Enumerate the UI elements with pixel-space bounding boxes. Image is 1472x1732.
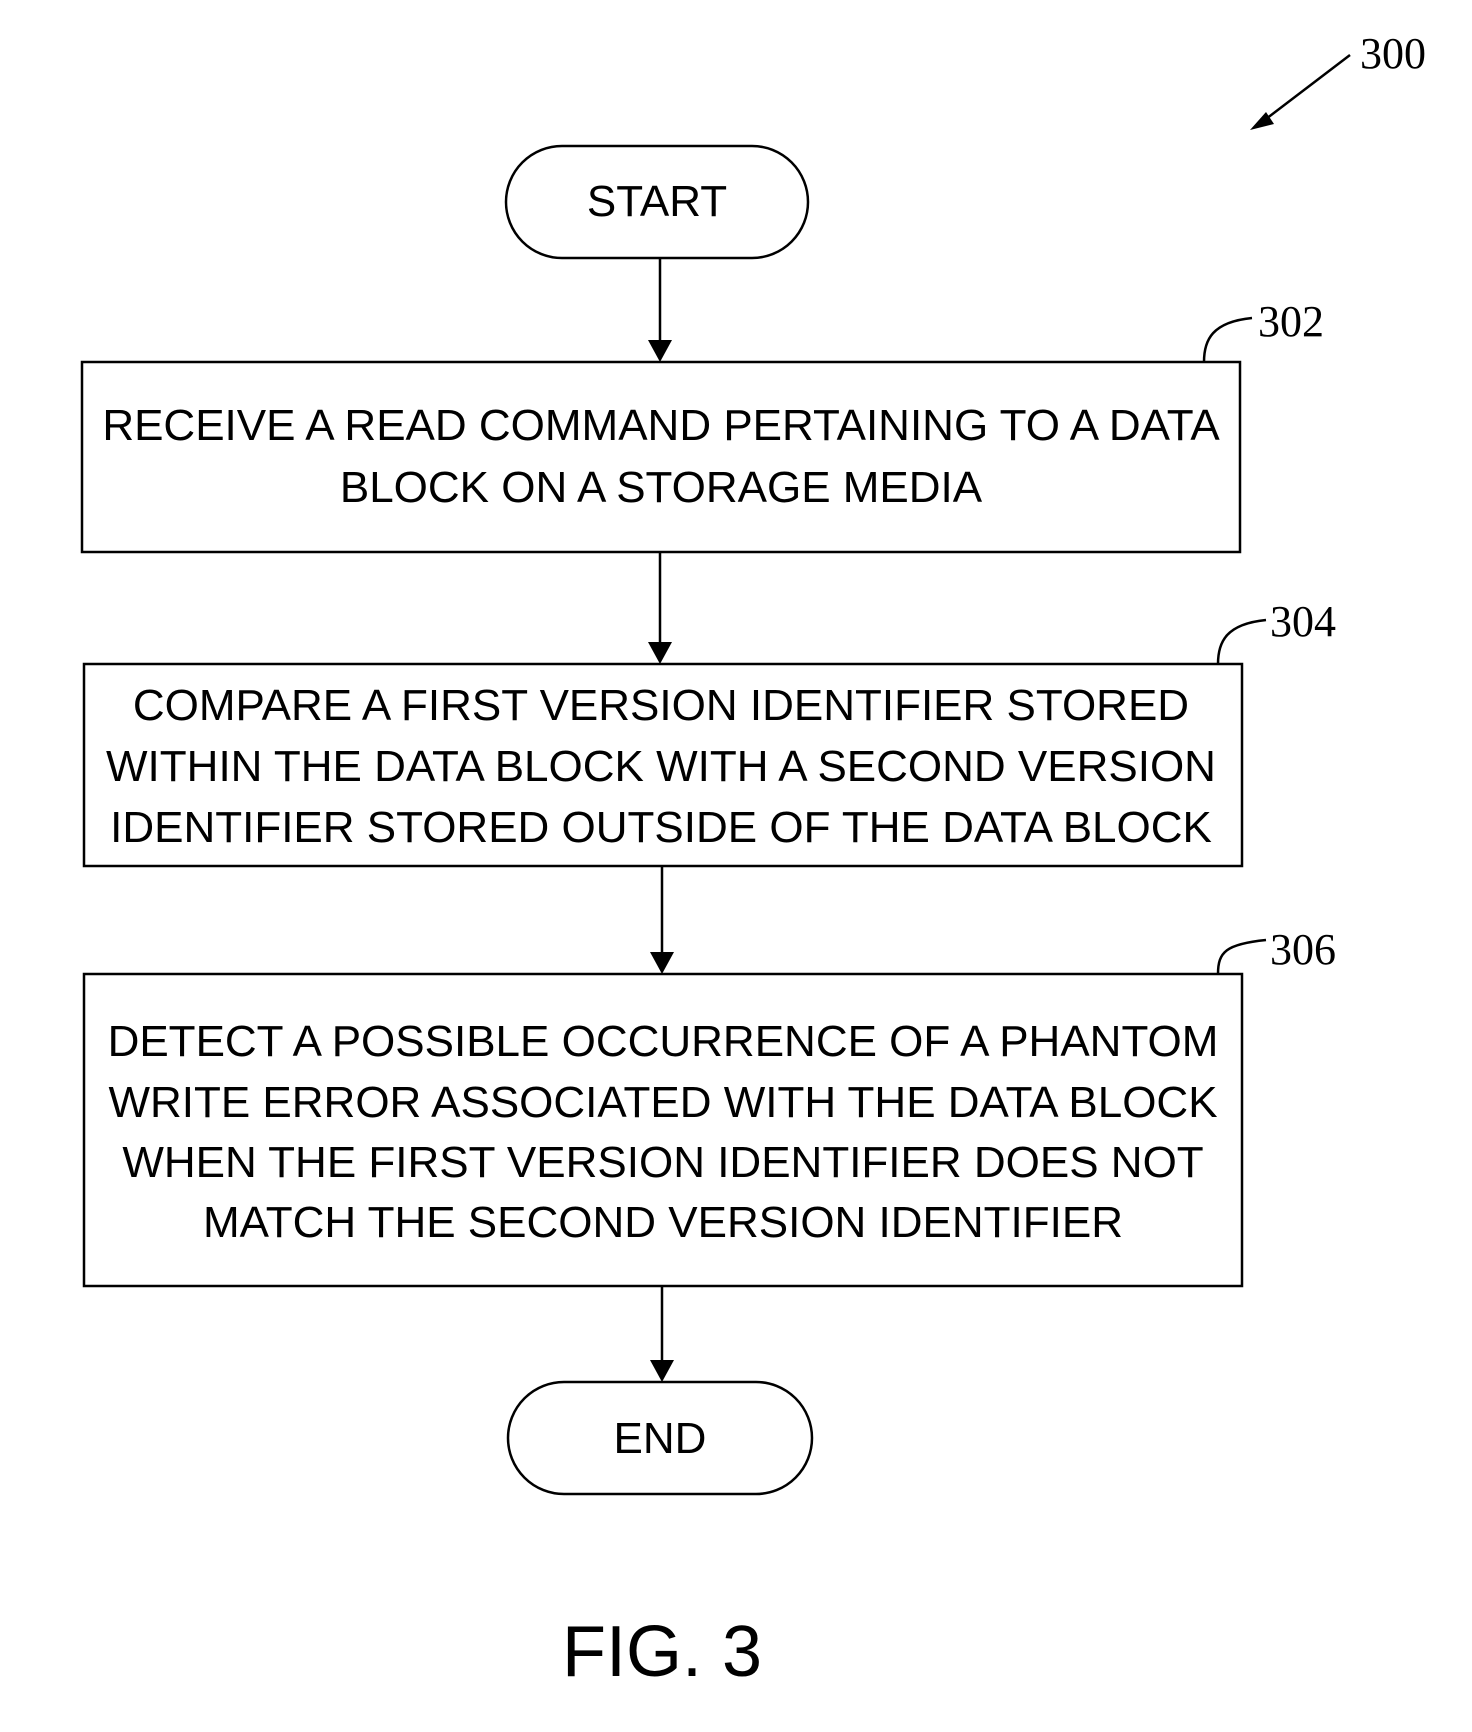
step-304-ref-number: 304 <box>1270 597 1336 646</box>
flow-arrowhead-302-to-304 <box>648 642 672 664</box>
flow-arrowhead-304-to-306 <box>650 952 674 974</box>
step-304-ref-leader <box>1218 620 1266 664</box>
flow-arrowhead-start-to-302 <box>648 340 672 362</box>
step-302-ref-leader <box>1204 318 1252 362</box>
step-302-ref-number: 302 <box>1258 297 1324 346</box>
end-label: END <box>614 1414 707 1463</box>
step-306-line-4: MATCH THE SECOND VERSION IDENTIFIER <box>203 1198 1123 1247</box>
step-302-line-1: RECEIVE A READ COMMAND PERTAINING TO A D… <box>102 401 1220 450</box>
figure-reference-arrow <box>1262 55 1350 122</box>
flow-arrowhead-306-to-end <box>650 1360 674 1382</box>
process-box-302 <box>82 362 1240 552</box>
step-306-line-3: WHEN THE FIRST VERSION IDENTIFIER DOES N… <box>122 1138 1203 1187</box>
step-306-line-1: DETECT A POSSIBLE OCCURRENCE OF A PHANTO… <box>108 1017 1219 1066</box>
step-304-line-3: IDENTIFIER STORED OUTSIDE OF THE DATA BL… <box>110 803 1212 852</box>
step-302-line-2: BLOCK ON A STORAGE MEDIA <box>340 463 983 512</box>
figure-caption: FIG. 3 <box>562 1612 762 1692</box>
step-306-line-2: WRITE ERROR ASSOCIATED WITH THE DATA BLO… <box>108 1078 1217 1127</box>
step-306-ref-number: 306 <box>1270 925 1336 974</box>
figure-reference-label: 300 <box>1360 29 1426 78</box>
step-306-ref-leader <box>1218 940 1266 974</box>
start-label: START <box>587 177 727 226</box>
step-304-line-1: COMPARE A FIRST VERSION IDENTIFIER STORE… <box>133 681 1189 730</box>
step-304-line-2: WITHIN THE DATA BLOCK WITH A SECOND VERS… <box>106 742 1216 791</box>
